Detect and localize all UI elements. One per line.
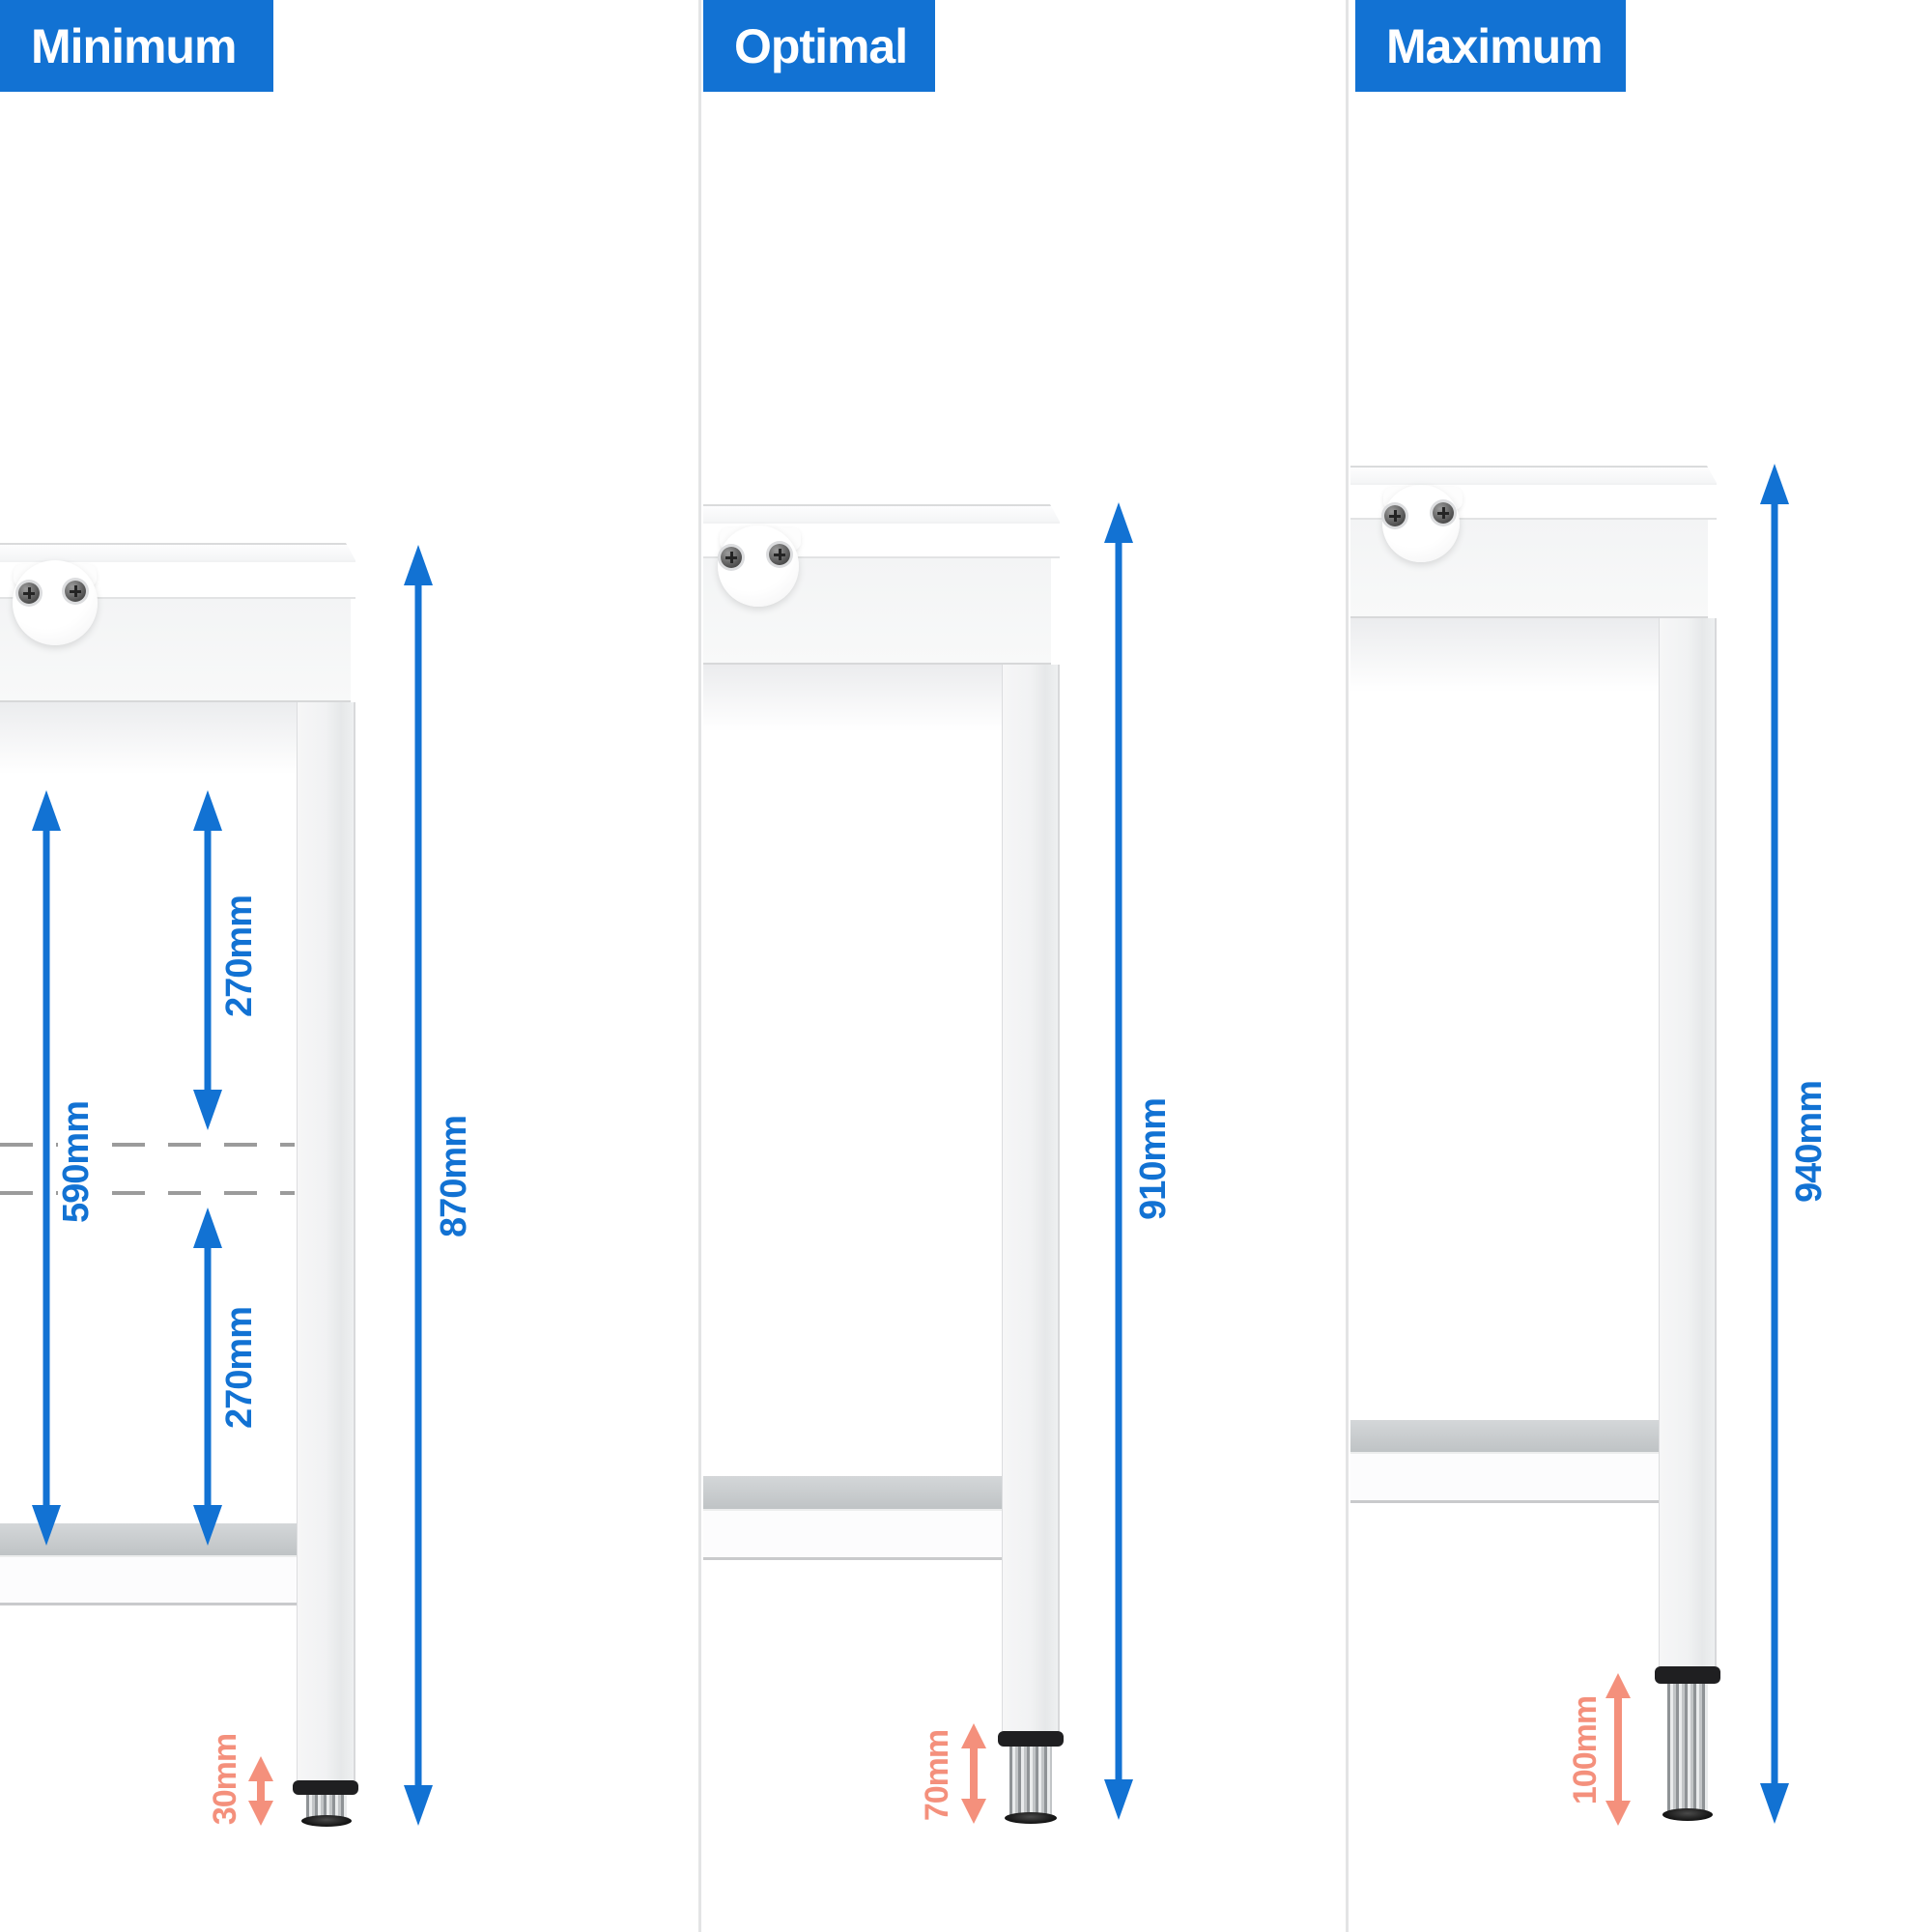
bottom-shelf-edge	[0, 1555, 297, 1605]
dim-arrow-940	[1760, 464, 1789, 1824]
bottom-shelf-surface	[1350, 1420, 1659, 1452]
arrow-down-icon	[1104, 1779, 1133, 1820]
panel-optimal-header: Optimal	[703, 0, 935, 92]
arrow-down-icon	[193, 1505, 222, 1546]
screw-icon	[769, 544, 790, 565]
screw-icon	[721, 547, 742, 568]
foot-base	[1005, 1812, 1057, 1824]
tabletop-bevel	[1350, 466, 1717, 483]
arrow-down-icon	[961, 1799, 986, 1824]
arrow-down-icon	[404, 1785, 433, 1826]
dim-label-940: 940mm	[1789, 1077, 1830, 1207]
adj-arrow-100	[1605, 1673, 1631, 1826]
tabletop-bevel	[0, 543, 355, 560]
table-underside-shadow	[703, 665, 1002, 744]
panel-divider-2	[1346, 0, 1349, 1932]
table-leg	[1659, 618, 1717, 1666]
arrow-down-icon	[1760, 1783, 1789, 1824]
dim-arrow-870	[404, 545, 433, 1826]
screw-icon	[1384, 505, 1406, 526]
arrow-down-icon	[248, 1801, 273, 1826]
mid-reference-dash-lower	[0, 1191, 295, 1195]
foot-base	[301, 1815, 352, 1827]
screw-icon	[18, 582, 40, 604]
foot-collar	[998, 1731, 1064, 1747]
tabletop-bevel	[703, 504, 1060, 522]
panel-maximum-title: Maximum	[1386, 18, 1604, 73]
table-underside-shadow	[0, 702, 297, 787]
arrow-down-icon	[193, 1090, 222, 1130]
arrow-down-icon	[32, 1505, 61, 1546]
table-leg	[1002, 665, 1060, 1731]
adj-label-100: 100mm	[1567, 1692, 1604, 1808]
adj-arrow-70	[961, 1723, 986, 1824]
arrow-down-icon	[1605, 1801, 1631, 1826]
bottom-shelf-surface	[703, 1476, 1002, 1509]
screw-icon	[65, 581, 86, 602]
adjustable-foot	[1009, 1747, 1052, 1816]
foot-base	[1662, 1808, 1713, 1821]
bottom-shelf-edge	[1350, 1452, 1659, 1503]
bottom-shelf-edge	[703, 1509, 1002, 1560]
dim-arrow-270-upper	[193, 790, 222, 1130]
panel-optimal-title: Optimal	[734, 18, 908, 73]
panel-divider-1	[698, 0, 701, 1932]
table-leg	[297, 702, 355, 1780]
dim-arrow-910	[1104, 502, 1133, 1820]
screw-icon	[1433, 502, 1454, 524]
foot-collar	[293, 1780, 358, 1795]
mid-reference-dash-upper	[0, 1143, 295, 1147]
dim-arrow-590	[32, 790, 61, 1546]
table-underside-shadow	[1350, 618, 1659, 705]
panel-maximum-header: Maximum	[1355, 0, 1626, 92]
foot-collar	[1655, 1666, 1720, 1684]
adj-arrow-30	[248, 1756, 273, 1826]
panel-minimum-header: Minimum	[0, 0, 273, 92]
panel-minimum-title: Minimum	[31, 18, 237, 73]
adjustable-foot	[1667, 1684, 1708, 1812]
dim-arrow-270-lower	[193, 1208, 222, 1546]
